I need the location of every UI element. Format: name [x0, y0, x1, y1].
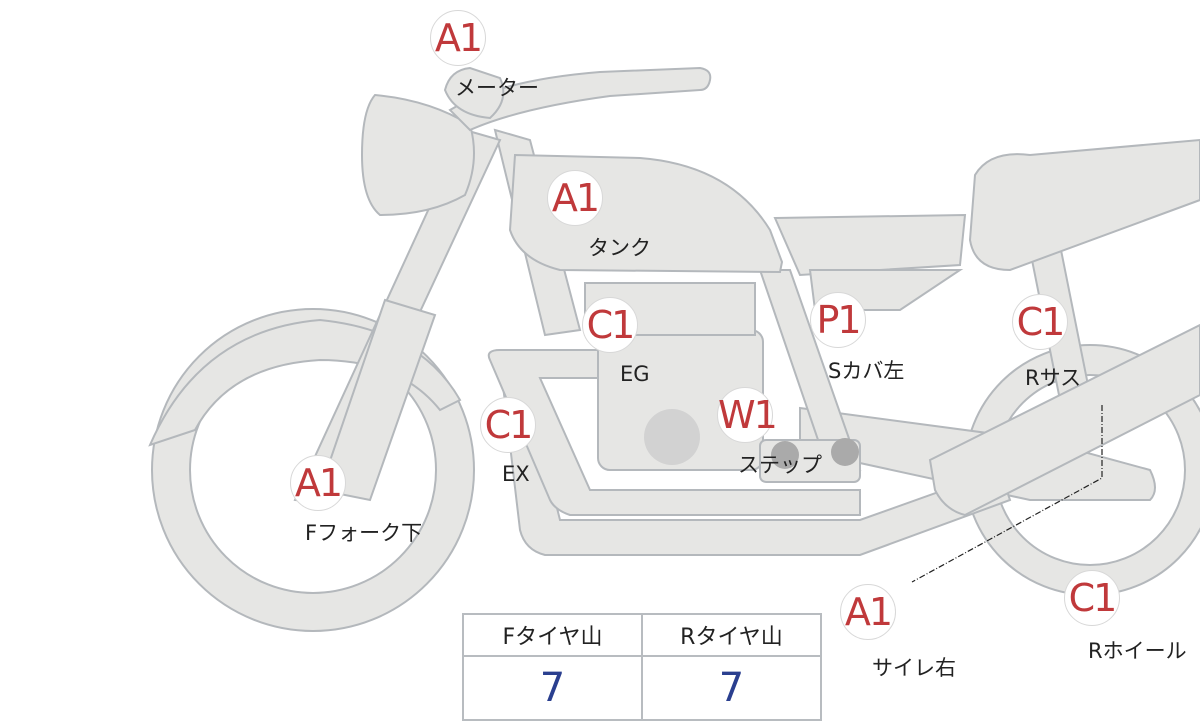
- rear-wheel: [963, 344, 1200, 596]
- marker-step-label: ステップ: [738, 453, 822, 477]
- muffler: [928, 323, 1200, 517]
- marker-meter-label: メーター: [455, 76, 539, 100]
- fork-lower: [318, 298, 437, 502]
- marker-rear-wheel-label: Rホイール: [1088, 639, 1187, 663]
- engine-cover: [644, 409, 700, 465]
- meter: [443, 66, 505, 120]
- rear-tire-header: Rタイヤ山: [641, 613, 822, 657]
- exhaust-lower: [498, 359, 1012, 556]
- marker-muffler-label: サイレ右: [872, 656, 956, 680]
- marker-tank-label: タンク: [588, 236, 651, 260]
- tire-tread-table: Fタイヤ山 Rタイヤ山 7 7: [462, 613, 822, 721]
- headlight: [360, 93, 475, 217]
- rear-seat: [968, 138, 1200, 272]
- handlebar: [448, 66, 712, 132]
- marker-side-cover-grade: P1: [810, 292, 866, 348]
- step-left: [771, 441, 799, 469]
- marker-meter-grade: A1: [430, 10, 486, 66]
- front-tire-header: Fタイヤ山: [462, 613, 643, 657]
- front-tire-value: 7: [462, 655, 643, 721]
- marker-rear-suspension-grade: C1: [1012, 294, 1068, 350]
- marker-engine-grade: C1: [582, 297, 638, 353]
- marker-step-grade: W1: [717, 387, 778, 443]
- rear-tire-value: 7: [641, 655, 822, 721]
- marker-tank-grade: A1: [547, 170, 603, 226]
- marker-exhaust-label: EX: [502, 462, 530, 486]
- seat: [773, 213, 967, 277]
- marker-front-fork-grade: A1: [290, 455, 346, 511]
- marker-engine-label: EG: [620, 362, 650, 386]
- step-right: [831, 438, 859, 466]
- exhaust-upper: [487, 349, 861, 516]
- marker-side-cover-label: Sカバ左: [828, 359, 905, 383]
- marker-front-fork-label: Fフォーク下: [305, 521, 423, 545]
- marker-muffler-grade: A1: [840, 584, 896, 640]
- leader-line: [911, 405, 1103, 583]
- marker-rear-wheel-grade: C1: [1064, 570, 1120, 626]
- marker-exhaust-grade: C1: [480, 397, 536, 453]
- marker-rear-suspension-label: Rサス: [1025, 366, 1082, 390]
